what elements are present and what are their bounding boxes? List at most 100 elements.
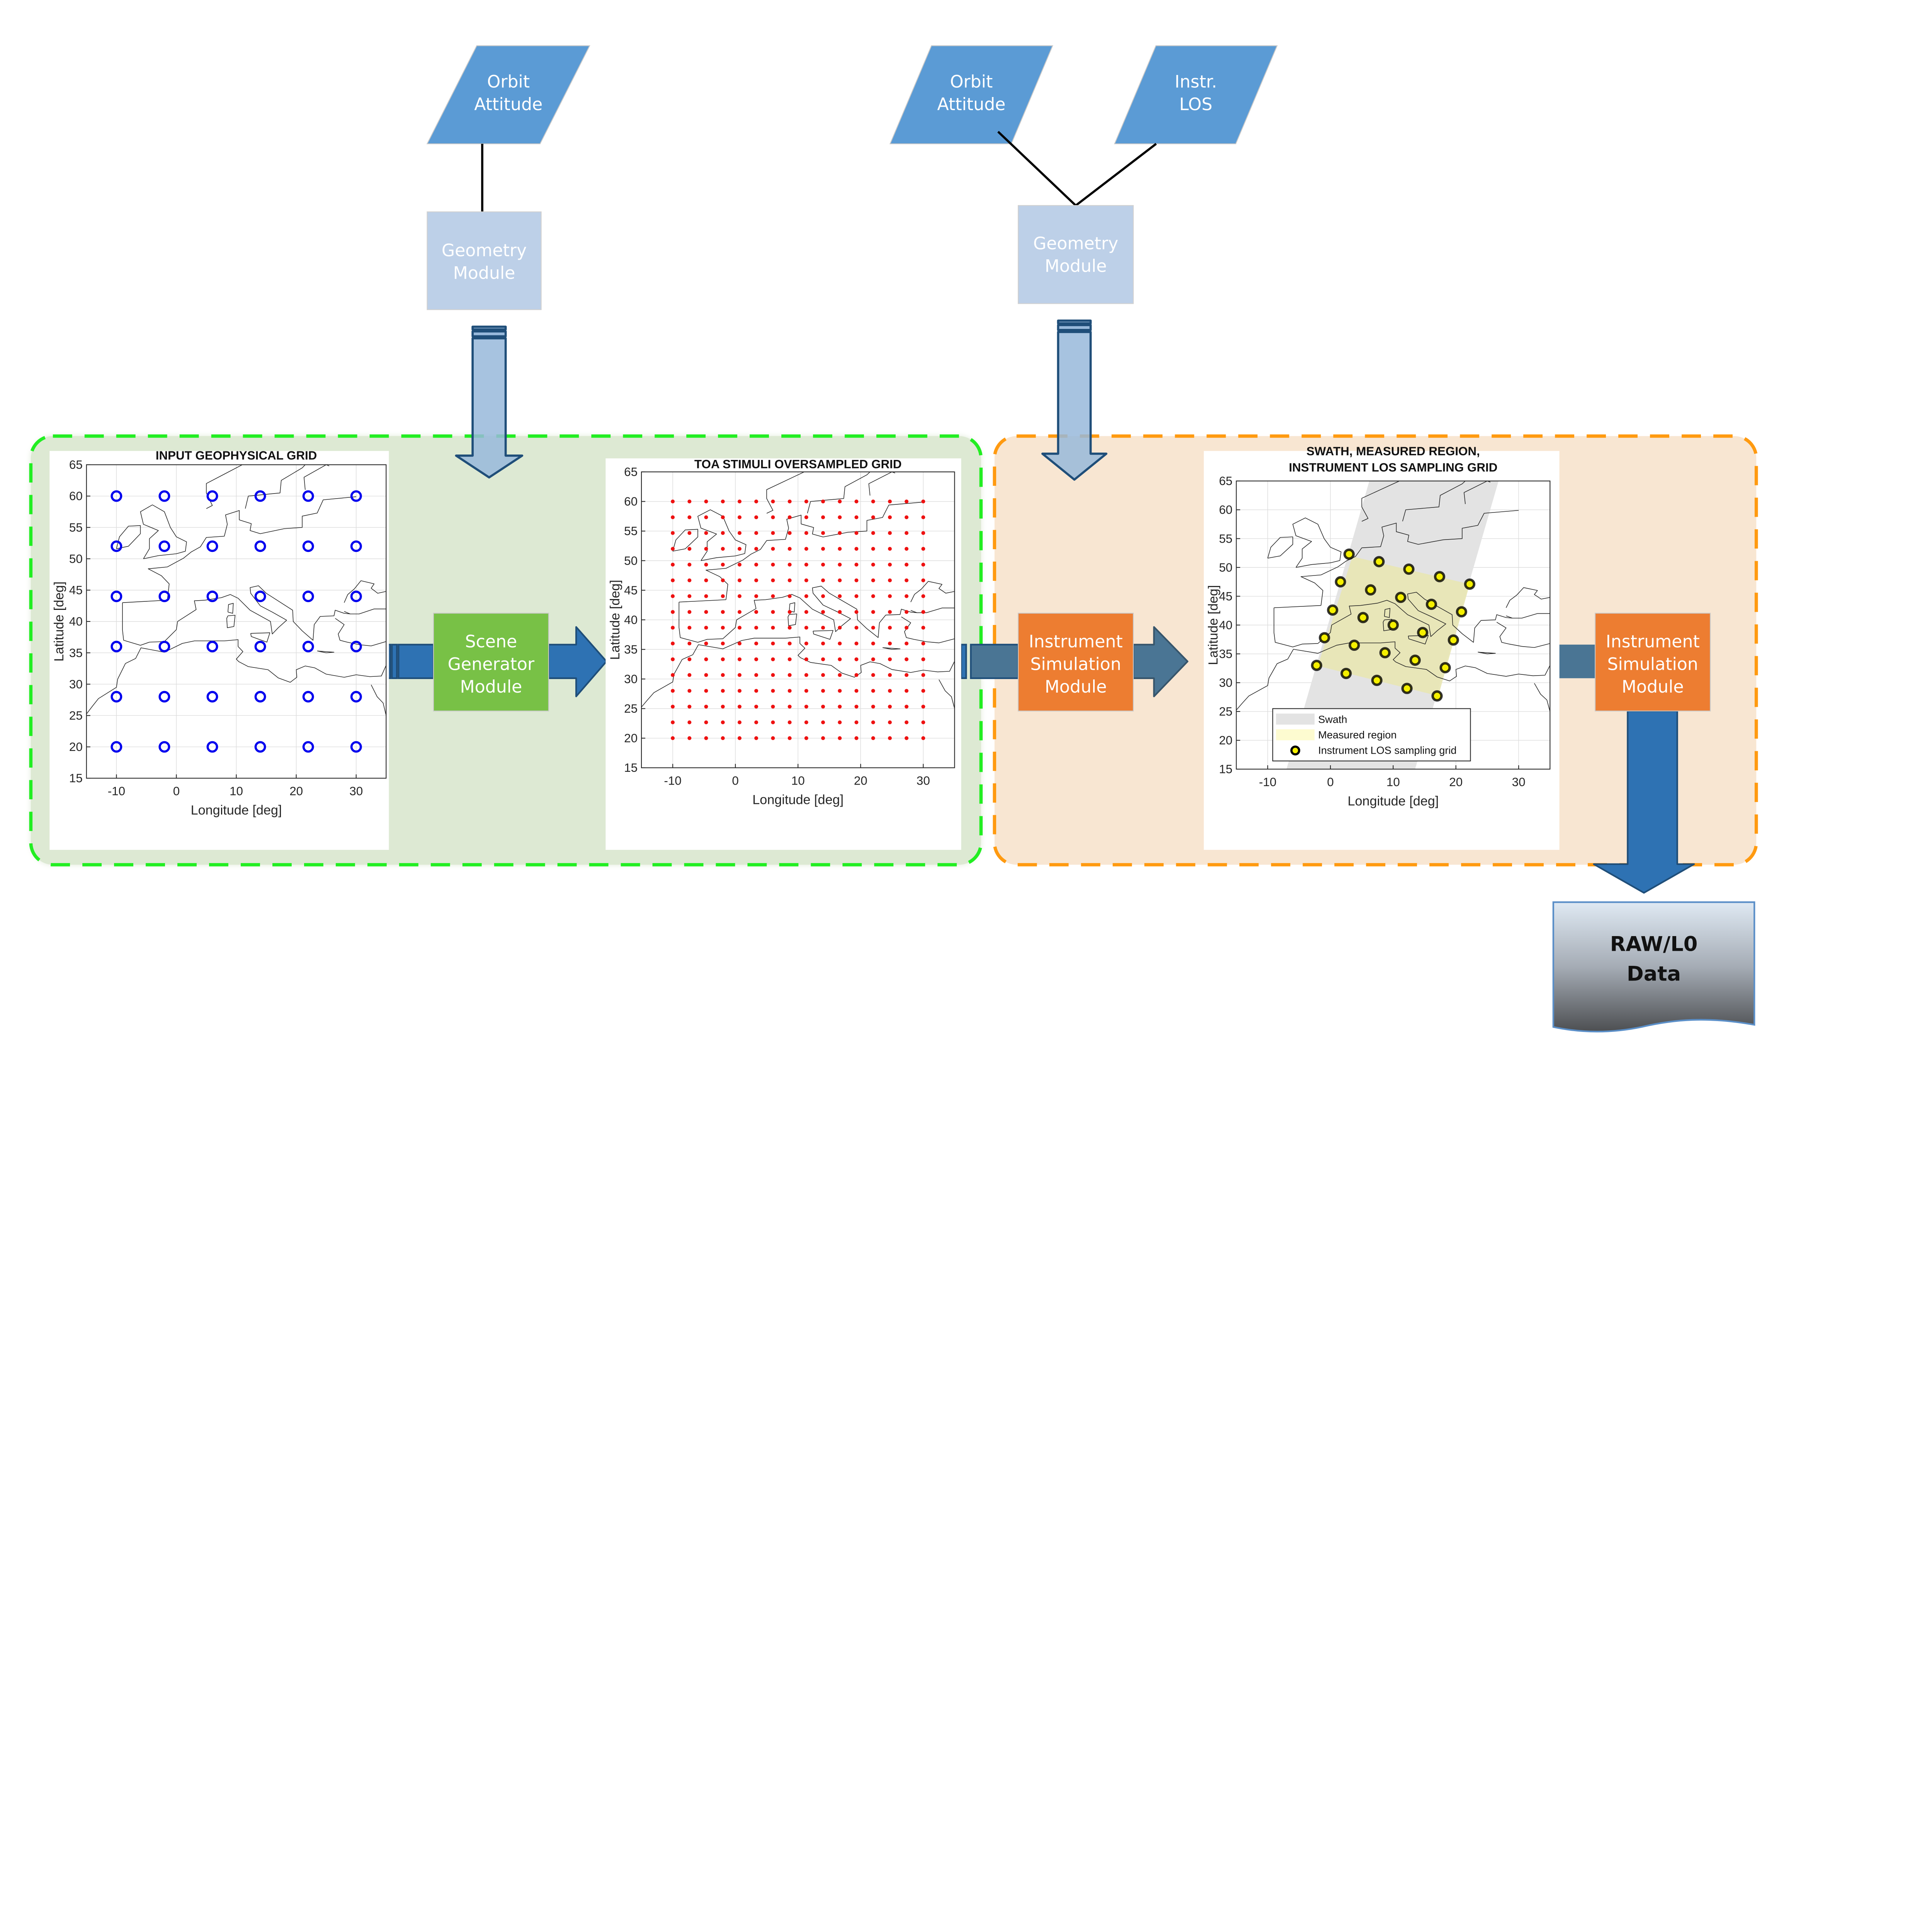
grid-point (738, 705, 742, 709)
grid-point (821, 673, 825, 677)
y-tick-label: 25 (624, 702, 638, 715)
coastline (868, 472, 895, 496)
grid-point (738, 562, 742, 567)
grid-point (821, 578, 825, 582)
grid-point (302, 640, 314, 652)
grid-point (804, 720, 808, 725)
instrument-sim-1-line1: Instrument (1029, 632, 1122, 652)
y-tick-label: 25 (1219, 705, 1233, 718)
geometry-module-2-line1: Geometry (1033, 234, 1118, 254)
los-sample-point (1319, 632, 1330, 644)
grid-point (821, 657, 825, 661)
grid-point (871, 499, 875, 504)
geometry-module-1[interactable]: Geometry Module (427, 211, 542, 310)
grid-point (771, 720, 775, 725)
instrument-to-raw-arrow (1593, 710, 1695, 894)
raw-l0-data-output[interactable]: RAW/L0 Data (1552, 901, 1755, 1033)
grid-point (871, 546, 875, 551)
coastline (706, 502, 923, 600)
grid-point (787, 673, 792, 677)
orbit-attitude-input-1[interactable]: Orbit Attitude (426, 45, 590, 145)
grid-point (771, 546, 775, 551)
grid-point (905, 673, 909, 677)
coastline (1292, 518, 1342, 568)
geometry-module-1-line1: Geometry (442, 241, 527, 260)
grid-point (671, 736, 675, 740)
grid-point (771, 736, 775, 740)
raw-data-line1: RAW/L0 (1610, 932, 1698, 956)
grid-point (921, 657, 925, 661)
chart-title: TOA STIMULI OVERSAMPLED GRID (694, 458, 902, 471)
coastline (1478, 652, 1496, 654)
grid-point (888, 736, 892, 740)
grid-point (787, 499, 792, 504)
grid-point (254, 741, 266, 753)
y-tick-label: 65 (69, 458, 83, 472)
instrument-simulation-module-1[interactable]: Instrument Simulation Module (1017, 613, 1134, 712)
grid-point (821, 689, 825, 693)
grid-point (804, 515, 808, 519)
y-tick-label: 50 (69, 552, 83, 565)
grid-point (838, 515, 842, 519)
grid-point (111, 591, 122, 603)
coastline (344, 608, 386, 615)
geometry-module-2[interactable]: Geometry Module (1017, 205, 1134, 304)
chart-panel (49, 451, 389, 850)
coastline (1464, 481, 1491, 504)
grid-point (888, 705, 892, 709)
grid-point (721, 673, 725, 677)
grid-point (687, 720, 692, 725)
x-axis-label: Longitude [deg] (191, 803, 282, 818)
grid-point (754, 689, 759, 693)
coastline (245, 465, 306, 509)
coastline (766, 472, 804, 514)
grid-point (854, 562, 859, 567)
grid-point (871, 531, 875, 535)
grid-point (671, 610, 675, 614)
grid-point (838, 673, 842, 677)
scene-generator-module[interactable]: Scene Generator Module (433, 613, 549, 712)
grid-point (254, 591, 266, 603)
orbit-attitude-2-line1: Orbit (950, 72, 993, 92)
y-tick-label: 35 (1219, 647, 1233, 661)
instr-los-line2: LOS (1179, 95, 1213, 114)
x-axis-label: Longitude [deg] (1348, 794, 1439, 809)
grid-point (721, 515, 725, 519)
los-to-instrument-arrow (1559, 644, 1595, 678)
coastline (1384, 608, 1391, 618)
instrument-simulation-module-2[interactable]: Instrument Simulation Module (1595, 613, 1711, 712)
grid-point (671, 531, 675, 535)
grid-point (771, 594, 775, 598)
grid-point (158, 490, 170, 502)
grid-point (687, 673, 692, 677)
grid-point (888, 610, 892, 614)
coastline (1274, 605, 1321, 608)
instr-los-input[interactable]: Instr. LOS (1114, 45, 1278, 145)
grid-point (787, 736, 792, 740)
coastline (1236, 641, 1550, 711)
grid-point (804, 673, 808, 677)
y-tick-label: 65 (624, 465, 638, 479)
grid-point (804, 531, 808, 535)
grid-point (888, 641, 892, 645)
y-tick-label: 55 (69, 521, 83, 534)
grid-point (671, 562, 675, 567)
grid-point (854, 594, 859, 598)
grid-point (687, 657, 692, 661)
coastline (116, 525, 141, 549)
los-sample-point (1464, 578, 1476, 590)
grid-point (738, 689, 742, 693)
y-tick-label: 35 (69, 646, 83, 660)
coastline (813, 630, 833, 640)
grid-point (821, 515, 825, 519)
orbit-attitude-input-2[interactable]: Orbit Attitude (889, 45, 1053, 145)
grid-point (158, 640, 170, 652)
grid-point (905, 515, 909, 519)
grid-point (871, 562, 875, 567)
los-sample-point (1417, 627, 1429, 638)
grid-point (111, 691, 122, 703)
grid-point (671, 657, 675, 661)
grid-point (821, 720, 825, 725)
grid-point (771, 578, 775, 582)
